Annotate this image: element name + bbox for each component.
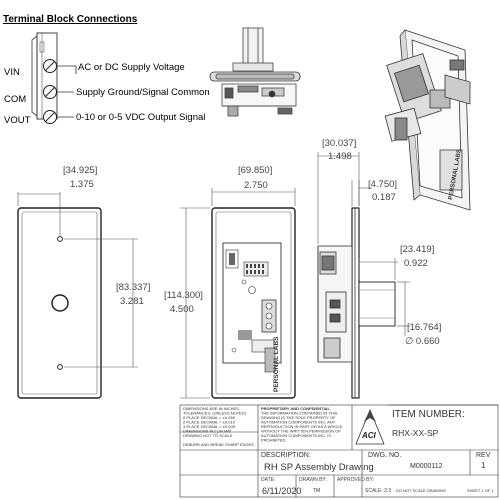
wall-plate-front-view — [17, 207, 102, 399]
rev-label: REV — [476, 452, 491, 459]
dim-plate-height-mm: [114.300] — [164, 290, 203, 301]
pin-desc-vout: 0-10 or 0-5 VDC Output Signal — [76, 112, 205, 123]
terminal-screw-1 — [43, 59, 57, 73]
dim-depth-in: 1.498 — [328, 151, 352, 162]
svg-text:WITHOUT THE WRITTEN PERMISSION: WITHOUT THE WRITTEN PERMISSION OF — [261, 429, 341, 434]
dim-stem-diameter-mm: [16.764] — [407, 322, 441, 333]
scale-label: SCALE: 2:3 — [365, 488, 391, 494]
svg-text:THE INFORMATION CONTAINED IN T: THE INFORMATION CONTAINED IN THIS — [261, 411, 338, 416]
mounting-hole-bottom — [57, 364, 63, 370]
dim-stem-length — [358, 258, 398, 280]
proprietary-notice: PROPRIETARY AND CONFIDENTIAL THE INFORMA… — [261, 406, 343, 443]
svg-text:TOLERANCES: (UNLESS NOTED): TOLERANCES: (UNLESS NOTED) — [183, 411, 247, 416]
pin-desc-vin: AC or DC Supply Voltage — [78, 62, 185, 73]
dim-hole-offset-mm: [34.925] — [63, 165, 97, 176]
dim-plate-height-in: 4.500 — [170, 304, 194, 315]
dim-hole-spacing-in: 3.281 — [120, 296, 144, 307]
pin-label-com: COM — [4, 94, 26, 105]
dim-stem-length-in: 0.922 — [404, 258, 428, 269]
svg-text:ACI: ACI — [361, 431, 377, 440]
pin-leader-lines — [57, 65, 77, 118]
drawn-by-label: DRAWN BY: — [299, 477, 327, 483]
dim-hole-offset-in: 1.375 — [70, 179, 94, 190]
approved-by-label: APPROVED BY: — [337, 477, 374, 483]
dwg-no: M0000112 — [410, 463, 443, 470]
dim-stem-diameter-in: ∅ 0.660 — [405, 336, 440, 347]
aci-logo: ACI — [355, 408, 385, 445]
svg-text:AUTOMATION COMPONENTS INC. ANY: AUTOMATION COMPONENTS INC. ANY — [261, 420, 336, 425]
dim-plate-thickness-mm: [4.750] — [368, 179, 397, 190]
svg-text:DEBURR AND BREAK SHARP EDGES: DEBURR AND BREAK SHARP EDGES — [183, 442, 254, 447]
pin-label-vout: VOUT — [4, 115, 31, 126]
terminal-screw-3 — [43, 110, 57, 124]
terminal-block-title: Terminal Block Connections — [3, 14, 138, 25]
dim-plate-thickness — [351, 180, 372, 206]
isometric-view — [384, 29, 471, 211]
svg-text:2 PLACE DECIMAL = ±0.010: 2 PLACE DECIMAL = ±0.010 — [183, 420, 236, 425]
scale-note: DO NOT SCALE DRAWING — [396, 488, 446, 493]
dim-plate-height — [180, 207, 210, 399]
dim-depth-mm: [30.037] — [322, 138, 356, 149]
side-view — [317, 207, 360, 399]
rear-product-label: PERSONAL LABS — [273, 336, 280, 392]
svg-text:DRAWING IS THE SOLE PROPERTY O: DRAWING IS THE SOLE PROPERTY OF — [261, 415, 336, 420]
svg-text:REPRODUCTION IN PART OR AS A W: REPRODUCTION IN PART OR AS A WHOLE — [261, 424, 343, 429]
item-number: RHX-XX-SP — [392, 428, 439, 438]
description: RH SP Assembly Drawing — [264, 462, 374, 473]
svg-text:PROHIBITED.: PROHIBITED. — [261, 438, 287, 443]
svg-text:3 PLACE DECIMAL = ±0.005: 3 PLACE DECIMAL = ±0.005 — [183, 424, 236, 429]
sheet-label: SHEET 1 OF 1 — [467, 488, 494, 493]
sensor-stem — [358, 281, 396, 327]
terminal-screw-2 — [43, 85, 57, 99]
dim-plate-width — [211, 188, 296, 206]
dim-plate-width-in: 2.750 — [244, 180, 268, 191]
date-value: 6/11/2020 — [262, 486, 301, 496]
date-label: DATE: — [261, 477, 275, 483]
svg-text:DIMENSIONS IN [ ] IN MM: DIMENSIONS IN [ ] IN MM — [183, 429, 231, 434]
dim-hole-spacing-mm: [83.337] — [116, 282, 150, 293]
dim-plate-width-mm: [69.850] — [238, 165, 272, 176]
pin-label-vin: VIN — [4, 67, 20, 78]
drawn-by-value: TM — [313, 488, 320, 494]
sensor-port — [51, 294, 69, 312]
dim-stem-length-mm: [23.419] — [400, 244, 434, 255]
svg-text:DIMENSIONS ARE IN INCHES: DIMENSIONS ARE IN INCHES — [183, 406, 239, 411]
svg-text:AUTOMATION COMPONENTS INC. IS: AUTOMATION COMPONENTS INC. IS — [261, 433, 331, 438]
pin-desc-com: Supply Ground/Signal Common — [76, 87, 210, 98]
wall-plate-rear-view — [211, 207, 296, 399]
item-number-label: ITEM NUMBER: — [392, 409, 465, 420]
dwg-no-label: DWG. NO. — [368, 452, 401, 459]
dim-hole-spacing — [64, 238, 138, 368]
tolerance-notes: DIMENSIONS ARE IN INCHES TOLERANCES: (UN… — [183, 406, 254, 447]
description-label: DESCRIPTION: — [261, 452, 311, 459]
probe-top-view — [209, 27, 301, 117]
mounting-hole-top — [57, 236, 63, 242]
svg-text:0 PLACE DECIMAL = ±0.050: 0 PLACE DECIMAL = ±0.050 — [183, 415, 236, 420]
dim-stem-diameter — [397, 281, 410, 336]
svg-text:PROPRIETARY AND CONFIDENTIAL: PROPRIETARY AND CONFIDENTIAL — [261, 406, 330, 411]
rev-value: 1 — [481, 461, 486, 470]
terminal-block-graphic — [31, 32, 58, 124]
dim-plate-thickness-in: 0.187 — [372, 192, 396, 203]
title-block — [179, 404, 499, 498]
dim-hole-offset — [17, 192, 61, 236]
svg-text:DRAWING NOT TO SCALE: DRAWING NOT TO SCALE — [183, 433, 233, 438]
